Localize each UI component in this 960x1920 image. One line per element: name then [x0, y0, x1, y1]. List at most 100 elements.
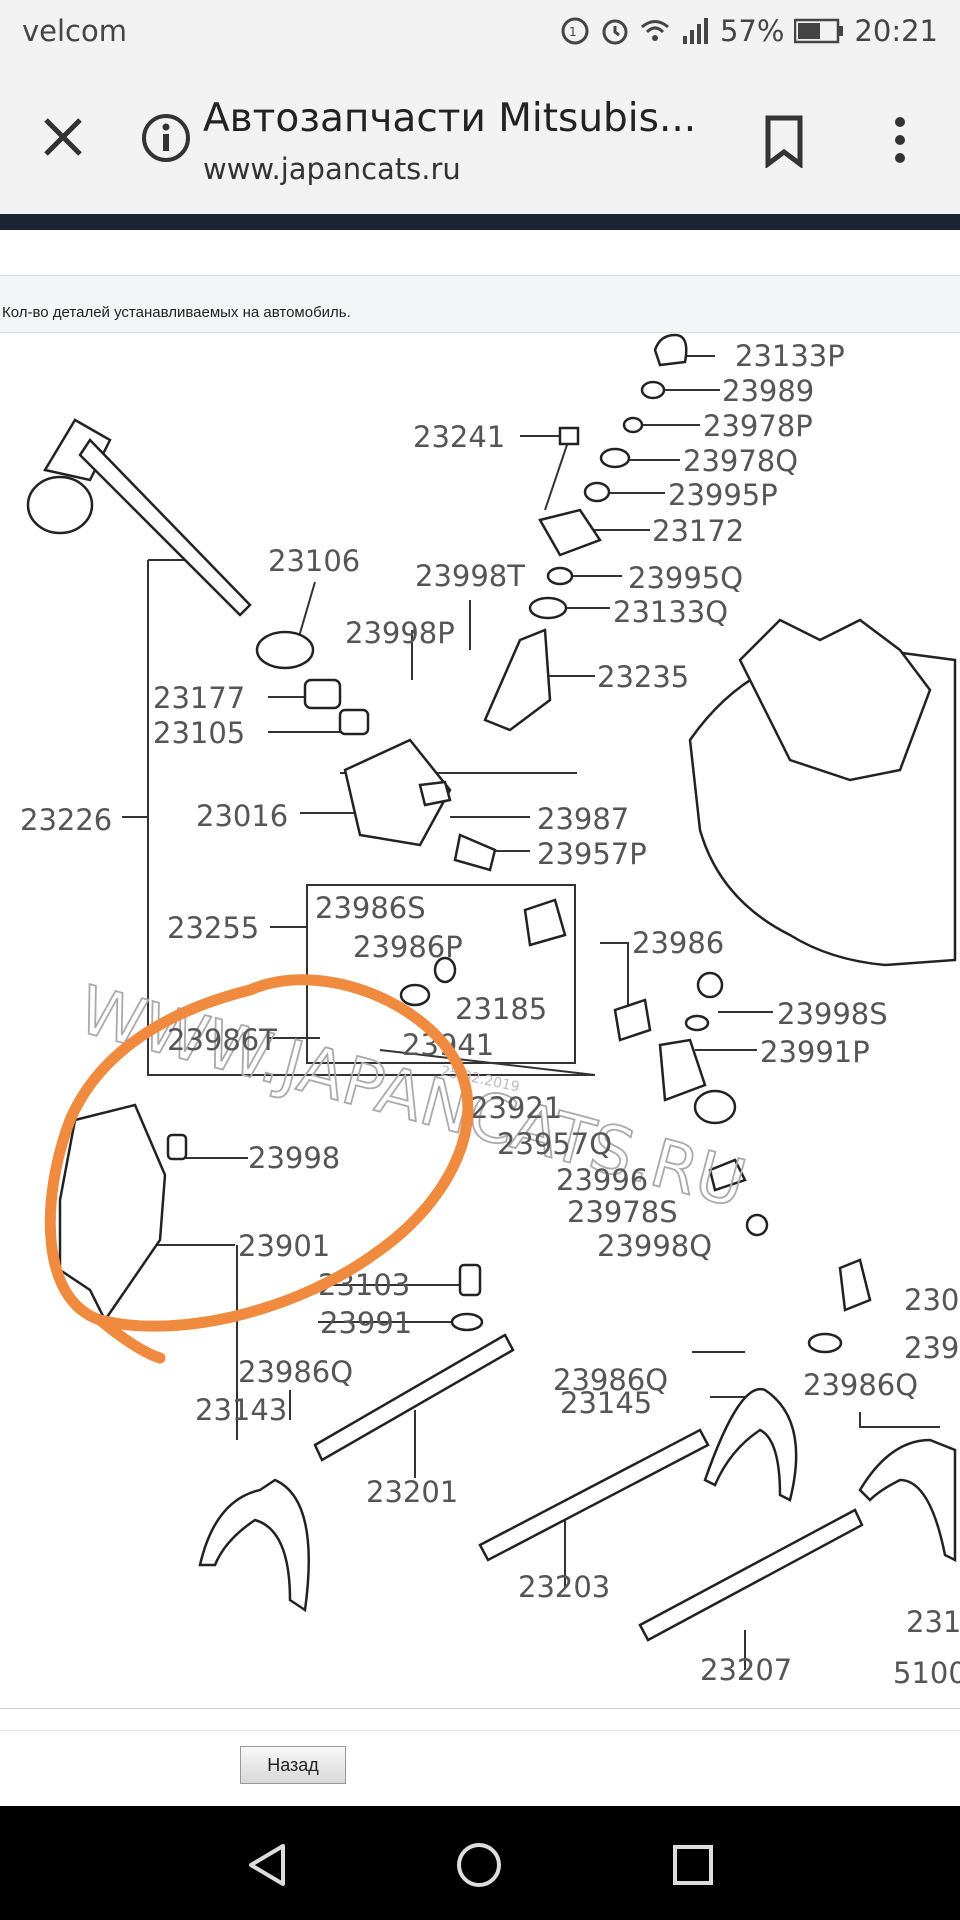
part-label: 23991: [320, 1306, 412, 1340]
lever-shaft-shape: [78, 438, 252, 617]
cap-23133P-shape: [653, 333, 688, 367]
piece-23986-shape: [613, 998, 652, 1042]
lever-knob-shape: [26, 475, 94, 535]
part-label: 23986Q: [803, 1368, 918, 1402]
part-label: 23986T: [167, 1023, 277, 1057]
ring-23133Q-shape: [528, 596, 568, 620]
part-label: 23986Q: [238, 1355, 353, 1389]
part-label: 23987: [537, 802, 629, 836]
close-icon[interactable]: [38, 112, 88, 162]
fork-23145-shape: [703, 1387, 798, 1502]
washer-23991-shape: [450, 1312, 484, 1332]
part-label: 23226: [20, 803, 112, 837]
parts-diagram: WWW.JAPANCATS.RU 25.02.2019 23133P 23989…: [20, 333, 960, 1690]
part-label: 23145: [560, 1386, 652, 1420]
carrier-name: velcom: [22, 14, 127, 48]
highlight-circle: [44, 974, 474, 1364]
leader-lines: [122, 355, 940, 1670]
page-header-band: [0, 214, 960, 230]
part-label: 23235: [597, 660, 689, 694]
fork-23143-shape: [198, 1478, 310, 1613]
part-label: 23901: [238, 1229, 330, 1263]
part-label: 23106: [268, 544, 360, 578]
part-label: 23177: [153, 681, 245, 715]
part-label: 23998: [248, 1141, 340, 1175]
back-triangle-icon[interactable]: [245, 1842, 289, 1888]
ring-23995Q-shape: [546, 566, 574, 586]
block-23241-shape: [558, 426, 580, 446]
rail-23203-shape: [478, 1428, 710, 1562]
back-button[interactable]: Назад: [240, 1746, 346, 1784]
part-label: 23241: [413, 420, 505, 454]
bushing-23177-shape: [303, 678, 342, 710]
part-label: 23203: [518, 1570, 610, 1604]
bush-23957Q-shape: [693, 1089, 737, 1125]
boot-shape: [255, 630, 315, 670]
part-label: 23991P: [760, 1035, 870, 1069]
home-circle-icon[interactable]: [456, 1842, 502, 1888]
spring-23957P-shape: [453, 833, 497, 872]
part-label: 23921: [470, 1091, 562, 1125]
part-label: 230: [904, 1283, 959, 1317]
part-label: 23957P: [537, 837, 647, 871]
washer-23991P-shape: [684, 1014, 710, 1032]
pin-23986P-shape: [399, 983, 431, 1007]
rail-23207-shape: [638, 1508, 864, 1642]
part-label: 23986: [632, 926, 724, 960]
gear-cluster-shape: [738, 618, 932, 782]
fork-231-shape: [858, 1438, 957, 1563]
part-label: 23143: [195, 1393, 287, 1427]
part-label: 23998Q: [597, 1229, 712, 1263]
washer-23978Q-shape: [599, 447, 631, 469]
rail-23201-shape: [313, 1333, 515, 1462]
part-label: 23998T: [415, 559, 525, 593]
part-label: 23986S: [315, 891, 426, 925]
divider: [0, 1708, 960, 1709]
more-vert-icon[interactable]: [880, 114, 920, 168]
spring-23941-shape: [433, 956, 457, 984]
alarm-icon: [602, 19, 628, 45]
bolt-230-shape: [838, 1258, 872, 1312]
ring-23995P-shape: [583, 481, 611, 503]
washer-239-shape: [807, 1332, 843, 1354]
info-icon[interactable]: [140, 112, 192, 164]
part-label: 23995Q: [628, 561, 743, 595]
part-label: 5100: [893, 1656, 960, 1690]
housing-23016-shape: [343, 738, 452, 847]
part-shapes: [26, 333, 957, 1642]
part-label: 23133P: [735, 339, 845, 373]
part-label: 23016: [196, 799, 288, 833]
data-saver-icon: 1: [561, 17, 589, 45]
bolt-23998-shape: [166, 1133, 188, 1161]
lever-23986S-shape: [523, 898, 567, 947]
recents-square-icon[interactable]: [672, 1844, 714, 1886]
washer-23978P-shape: [622, 416, 644, 434]
bracket-23901-shape: [58, 1103, 167, 1323]
part-label: 23133Q: [613, 595, 728, 629]
clock: 20:21: [854, 14, 938, 48]
bookmark-icon[interactable]: [760, 114, 808, 168]
divider: [0, 1730, 960, 1731]
part-label: 23978Q: [683, 444, 798, 478]
part-label: 23105: [153, 716, 245, 750]
part-label: 23998P: [345, 616, 455, 650]
part-label: 23989: [722, 374, 814, 408]
part-label: 23957Q: [497, 1127, 612, 1161]
part-label: 23996: [556, 1163, 648, 1197]
wifi-icon: [640, 20, 669, 41]
battery-percent: 57%: [719, 14, 785, 48]
part-label: 23207: [700, 1653, 792, 1687]
qty-note: Кол-во деталей устанавливаемых на автомо…: [2, 304, 351, 321]
bushing-23105-shape: [338, 708, 370, 736]
part-label: 23986P: [353, 930, 463, 964]
custom-tab-toolbar: Автозапчасти Mitsubis... www.japancats.r…: [0, 66, 960, 214]
part-label: 23986Q: [553, 1363, 668, 1397]
status-bar: velcom 1 57% 20:21: [0, 0, 960, 66]
plate-23172-shape: [538, 508, 602, 557]
android-nav-bar: [0, 1806, 960, 1920]
part-label: 23995P: [668, 478, 778, 512]
part-label: 23255: [167, 911, 259, 945]
signal-icon: [682, 18, 708, 44]
part-label: 23998S: [777, 997, 888, 1031]
page-url: www.japancats.ru: [203, 152, 461, 186]
